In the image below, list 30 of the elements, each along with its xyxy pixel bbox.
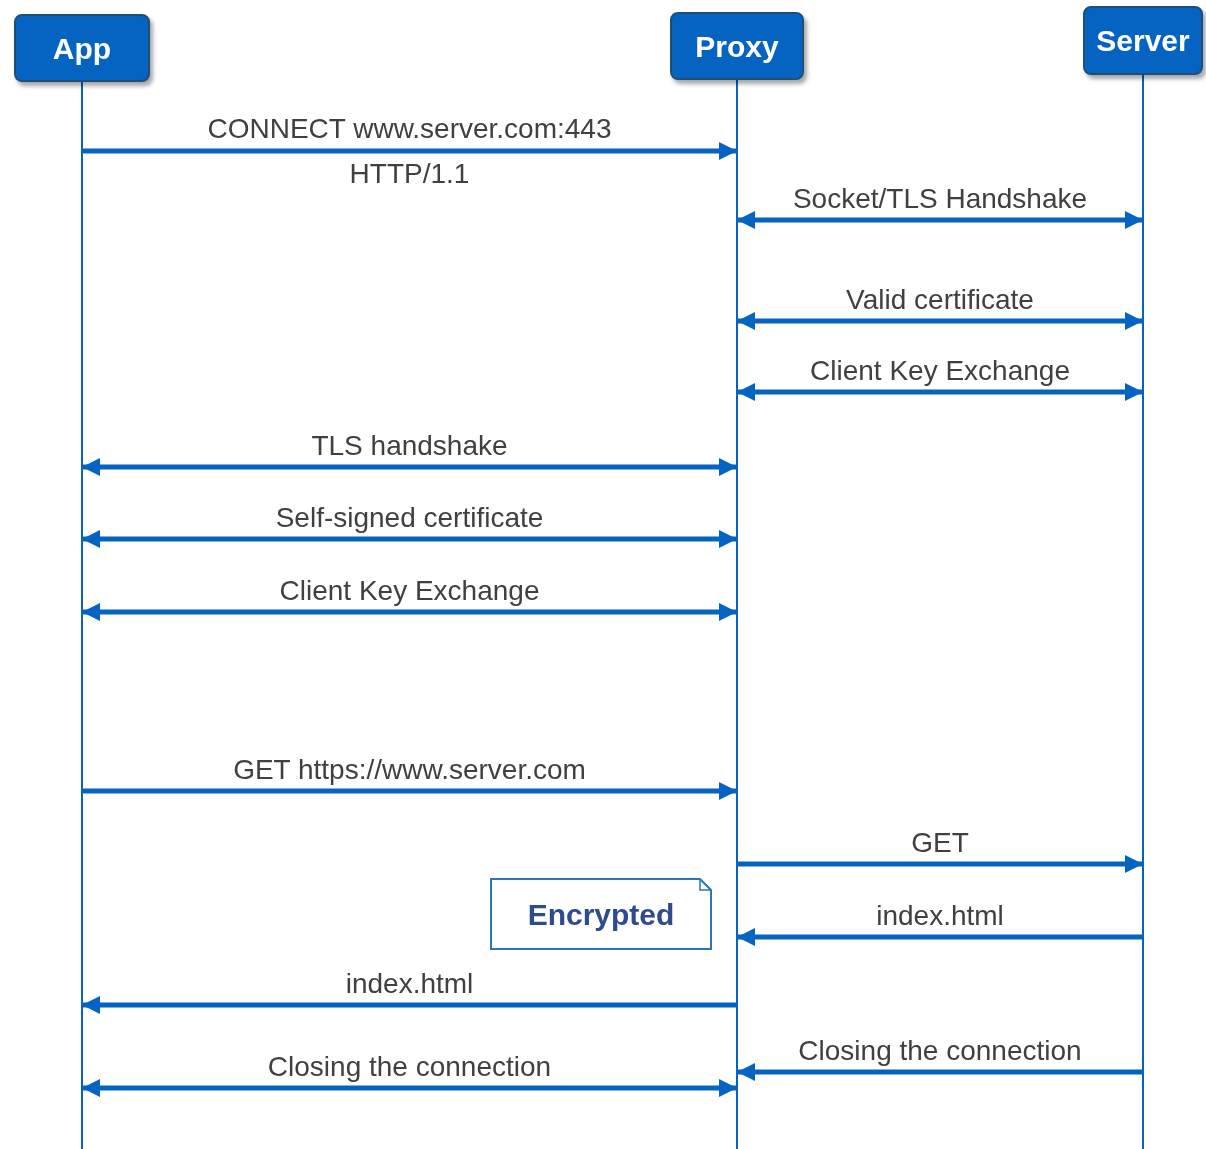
message-arrow xyxy=(82,1079,737,1097)
message-arrow xyxy=(82,603,737,621)
edge-label: index.html xyxy=(345,968,474,1000)
message-arrow xyxy=(737,383,1143,401)
message-arrow xyxy=(737,1063,1143,1081)
participant-header: Proxy xyxy=(670,12,804,80)
edge-label: CONNECT www.server.com:443 HTTP/1.1 xyxy=(206,112,613,191)
note-box: Encrypted xyxy=(490,878,712,950)
edge-label: index.html xyxy=(876,900,1004,932)
edge-label: GET xyxy=(911,827,969,859)
message-arrow xyxy=(82,782,737,800)
message-arrow xyxy=(737,855,1143,873)
edge-label: TLS handshake xyxy=(311,430,508,462)
edge-label: Socket/TLS Handshake xyxy=(792,183,1088,215)
message-arrow xyxy=(82,530,737,548)
participant-header: App xyxy=(14,14,150,82)
message-arrow xyxy=(82,142,737,160)
message-arrow xyxy=(82,996,737,1014)
message-arrow xyxy=(737,312,1143,330)
edge-label: Closing the connection xyxy=(798,1035,1082,1067)
edge-label: Closing the connection xyxy=(267,1051,552,1083)
message-arrow xyxy=(737,211,1143,229)
edge-label: Client Key Exchange xyxy=(279,575,540,607)
edge-label: Client Key Exchange xyxy=(810,355,1070,387)
message-arrow xyxy=(82,458,737,476)
message-arrow xyxy=(737,928,1143,946)
participant-header: Server xyxy=(1083,6,1203,75)
edge-label: Valid certificate xyxy=(846,284,1034,316)
edge-label: GET https://www.server.com xyxy=(233,754,586,786)
edge-label: Self-signed certificate xyxy=(275,502,544,534)
